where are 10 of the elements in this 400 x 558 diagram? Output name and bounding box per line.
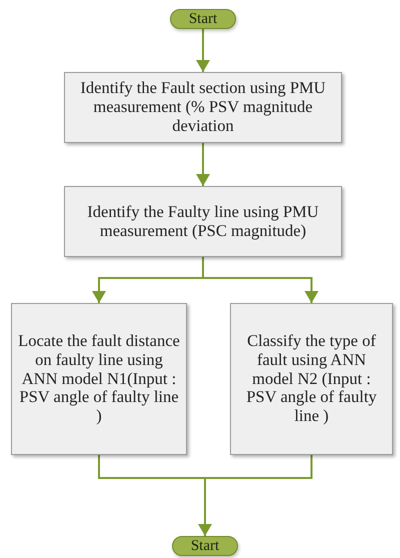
arrow [202,257,318,303]
process-box: Identify the Faulty line using PMU measurement (PSC magnitude) [64,186,342,257]
process-box: Locate the fault distance on faulty line using ANN model N1(Input : PSV angle of faulty line ) [11,303,187,455]
arrow [198,455,312,536]
arrow [196,29,210,72]
process-box: Identify the Fault section using PMU measurement (% PSV magnitude deviation [64,72,342,143]
arrow [196,143,210,186]
terminal-pill: Start [170,9,236,29]
terminal-pill: Start [172,536,238,556]
process-box: Classify the type of fault using ANN model N2 (Input : PSV angle of faulty line ) [230,303,393,455]
